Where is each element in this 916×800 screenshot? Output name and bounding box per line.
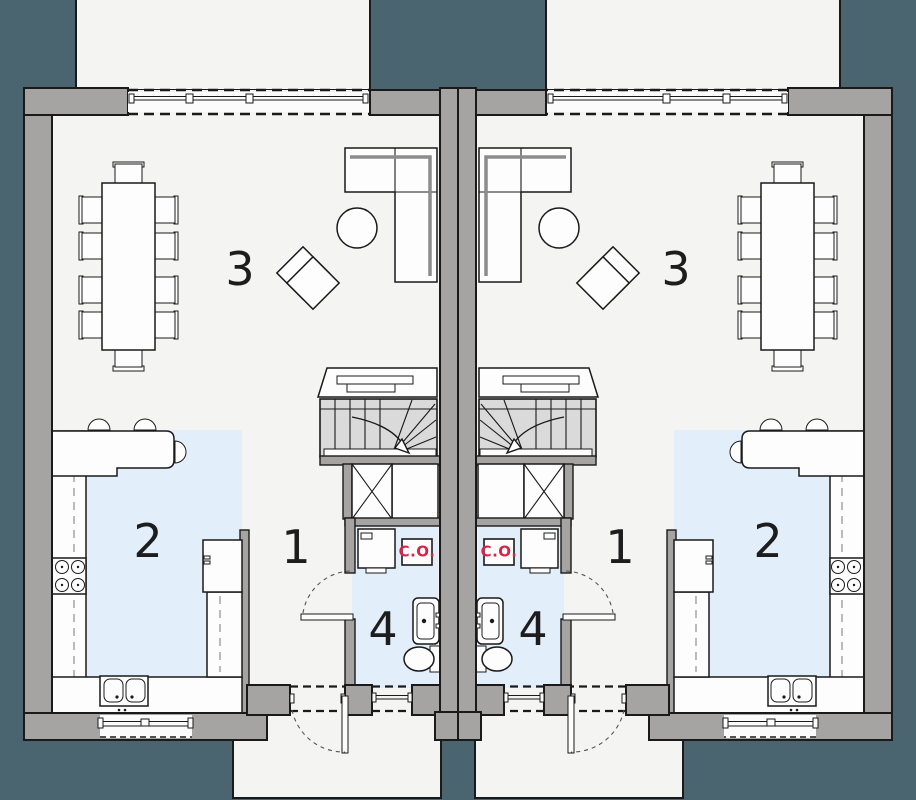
room-label-hall-left: 1: [281, 520, 311, 574]
room-label-hall-right: 1: [605, 520, 635, 574]
left-unit: [22, 0, 460, 800]
room-label-living-left: 3: [225, 242, 255, 296]
boiler-label-left: C.O.: [398, 542, 436, 561]
room-label-bathroom-left: 4: [368, 602, 398, 656]
room-label-bathroom-right: 4: [518, 602, 548, 656]
room-label-kitchen-left: 2: [133, 514, 163, 568]
room-label-kitchen-right: 2: [753, 514, 783, 568]
right-unit: [456, 0, 894, 800]
room-label-living-right: 3: [661, 242, 691, 296]
boiler-label-right: C.O.: [480, 542, 518, 561]
